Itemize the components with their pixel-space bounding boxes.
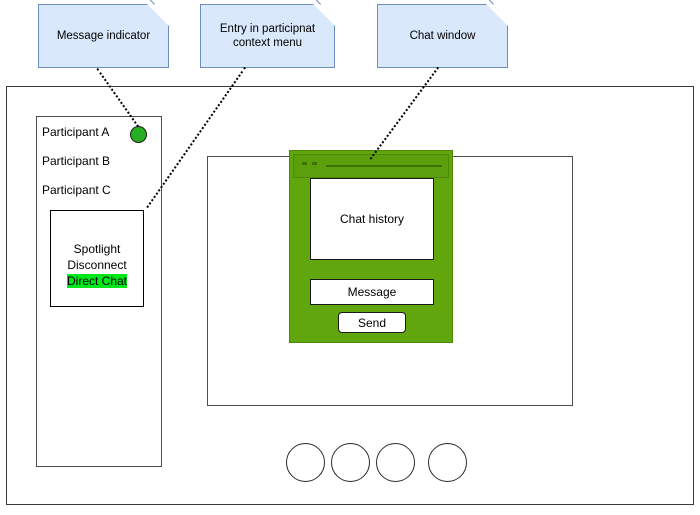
titlebar-dot (302, 162, 307, 165)
context-menu-item[interactable]: Direct Chat (51, 273, 143, 289)
participant-name: Participant A (42, 125, 110, 139)
participant-row[interactable]: Participant A (42, 125, 109, 139)
toolbar-circle-4[interactable] (428, 443, 467, 482)
context-menu-item-label: Spotlight (73, 242, 121, 256)
annotation-note-body: Chat window (377, 4, 508, 68)
chat-history-label: Chat history (339, 212, 405, 226)
annotation-note-body: Message indicator (38, 4, 169, 68)
chat-history-box: Chat history (310, 178, 434, 260)
chat-message-input[interactable]: Message (310, 279, 434, 305)
chat-send-label: Send (357, 315, 387, 330)
annotation-note-context-menu-entry: Entry in participnat context menu (200, 0, 321, 66)
participant-row[interactable]: Participant B (42, 154, 110, 168)
toolbar-circle-3[interactable] (376, 443, 415, 482)
participant-row[interactable]: Participant C (42, 183, 111, 197)
toolbar-circle-2[interactable] (331, 443, 370, 482)
context-menu-item[interactable]: Spotlight (51, 241, 143, 257)
annotation-note-label: Entry in participnat context menu (219, 23, 316, 49)
annotation-note-body: Entry in participnat context menu (200, 4, 335, 68)
annotation-note-message-indicator: Message indicator (38, 0, 155, 66)
annotation-note-label: Message indicator (56, 30, 151, 42)
chat-window-titlebar[interactable] (293, 154, 449, 178)
context-menu-item-label: Disconnect (67, 258, 127, 272)
titlebar-line (326, 165, 442, 167)
context-menu-item-label: Direct Chat (66, 274, 128, 288)
annotation-note-chat-window: Chat window (377, 0, 494, 66)
participant-name: Participant B (42, 154, 111, 168)
chat-send-button[interactable]: Send (338, 312, 406, 333)
participant-name: Participant C (42, 183, 111, 197)
chat-message-label: Message (347, 285, 397, 299)
message-indicator-dot (130, 126, 147, 143)
toolbar-circle-1[interactable] (286, 443, 325, 482)
annotation-note-label: Chat window (409, 30, 476, 42)
context-menu-item[interactable]: Disconnect (51, 257, 143, 273)
titlebar-dot (312, 162, 317, 165)
